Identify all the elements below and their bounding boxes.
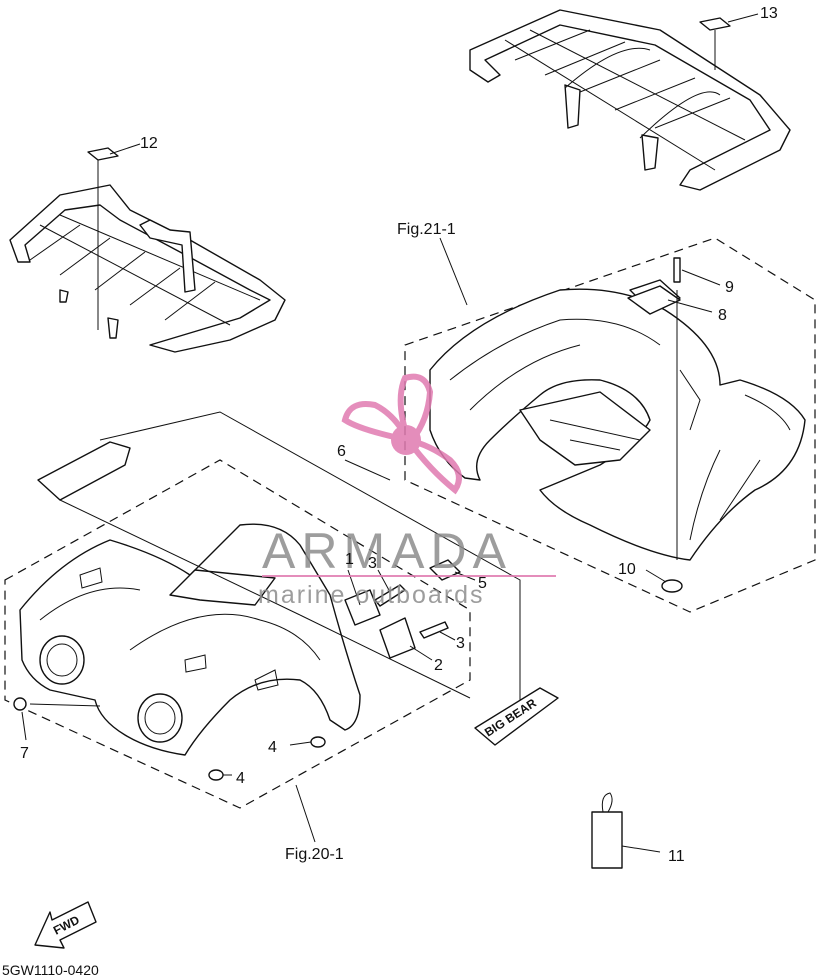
fwd-arrow: FWD: [34, 901, 97, 949]
rear-rack: [469, 9, 791, 191]
part-number-8: 8: [718, 307, 727, 324]
front-rack: [9, 184, 286, 353]
grommet-4a: [310, 736, 326, 748]
big-bear-emblem: BIG BEAR: [474, 687, 559, 746]
figure-ref-rear: Fig.21-1: [397, 221, 456, 238]
part-number-11: 11: [668, 848, 685, 865]
part-number-1: 1: [345, 551, 354, 568]
label-plate-13: [699, 17, 731, 31]
part-number-13: 13: [760, 5, 778, 22]
diagram-code: 5GW1110-0420: [2, 962, 99, 978]
part-number-9: 9: [725, 279, 734, 296]
figure-ref-front: Fig.20-1: [285, 846, 344, 863]
part-number-6: 6: [337, 443, 346, 460]
part-number-3-upper: 3: [368, 555, 377, 572]
grommet-10: [661, 579, 683, 593]
plate-8: [627, 285, 681, 315]
part-number-12: 12: [140, 135, 158, 152]
grommet-7: [13, 697, 27, 711]
seat-pad: [37, 441, 131, 501]
watermark-brand: ARMADA: [262, 523, 512, 579]
front-fender: [19, 523, 361, 756]
tag-11: [591, 792, 623, 869]
part-number-10: 10: [618, 561, 636, 578]
part-number-2: 2: [434, 657, 443, 674]
part-number-5: 5: [478, 575, 487, 592]
grommet-4b: [208, 769, 224, 781]
propeller-logo: [341, 373, 462, 495]
part-number-4-right: 4: [268, 739, 277, 756]
part-number-7: 7: [20, 745, 29, 762]
front-fender-boundary: [4, 459, 471, 809]
part-number-3-lower: 3: [456, 635, 465, 652]
armada-watermark: ARMADA marine outboards: [258, 373, 556, 609]
watermark-tagline: marine outboards: [258, 581, 485, 609]
rear-fender-boundary: [404, 237, 816, 613]
screw-9: [673, 257, 681, 283]
part-number-4-left: 4: [236, 770, 245, 787]
label-plate-12: [87, 147, 119, 161]
